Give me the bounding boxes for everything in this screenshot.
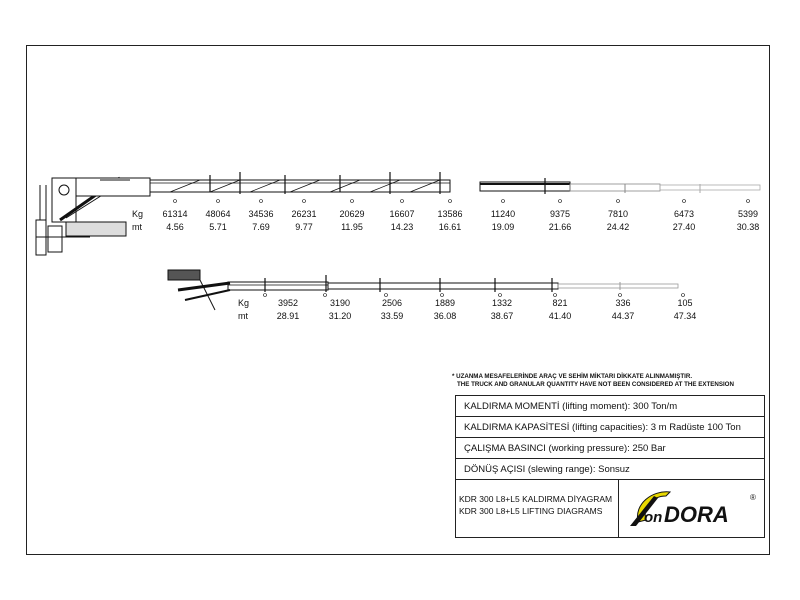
- logo-text-on: on: [644, 509, 662, 526]
- lower-mt-value: 28.91: [276, 311, 300, 321]
- upper-kg-value: 9375: [549, 209, 571, 219]
- lower-mt-value: 38.67: [490, 311, 514, 321]
- spec-moment-text: (lifting moment): 300 Ton/m: [559, 401, 678, 412]
- upper-kg-label: Kg: [132, 209, 144, 219]
- spec-capacity-title: KALDIRMA KAPASİTESİ: [464, 422, 570, 433]
- lower-mt-label: mt: [238, 311, 248, 321]
- note-english: THE TRUCK AND GRANULAR QUANTITY HAVE NOT…: [457, 381, 734, 388]
- upper-mt-value: 9.77: [295, 222, 313, 232]
- upper-mt-value: 30.38: [736, 222, 760, 232]
- lower-mt-value: 33.59: [380, 311, 404, 321]
- upper-boom: [149, 172, 761, 194]
- spec-pressure-text: (working pressure): 250 Bar: [545, 443, 666, 454]
- spec-slewing-text: (slewing range): Sonsuz: [525, 464, 630, 475]
- logo-text-dora: DORA: [664, 502, 729, 527]
- spec-row-capacity: KALDIRMA KAPASİTESİ (lifting capacities)…: [456, 417, 764, 438]
- upper-kg-value: 61314: [162, 209, 188, 219]
- lower-mt-value: 44.37: [611, 311, 635, 321]
- upper-kg-value: 7810: [607, 209, 629, 219]
- upper-mt-value: 21.66: [548, 222, 572, 232]
- lower-mt-value: 31.20: [328, 311, 352, 321]
- spec-pressure-title: ÇALIŞMA BASINCI: [464, 443, 546, 454]
- upper-kg-value: 5399: [737, 209, 759, 219]
- upper-mt-value: 16.61: [438, 222, 462, 232]
- upper-mt-label: mt: [132, 222, 142, 232]
- spec-capacity-text: (lifting capacities): 3 m Radüste 100 To…: [569, 422, 741, 433]
- lower-kg-value: 1332: [491, 298, 513, 308]
- lower-crane: [167, 269, 679, 311]
- lower-kg-value: 3952: [277, 298, 299, 308]
- upper-kg-value: 16607: [389, 209, 415, 219]
- upper-mt-value: 7.69: [252, 222, 270, 232]
- upper-kg-value: 26231: [291, 209, 317, 219]
- upper-mt-value: 27.40: [672, 222, 696, 232]
- diagram-title-block: KDR 300 L8+L5 KALDIRMA DİYAGRAM KDR 300 …: [456, 480, 619, 538]
- upper-mt-value: 5.71: [209, 222, 227, 232]
- note-turkish: * UZANMA MESAFELERİNDE ARAÇ VE SEHİM MİK…: [452, 373, 693, 380]
- upper-kg-value: 20629: [339, 209, 365, 219]
- upper-kg-value: 48064: [205, 209, 231, 219]
- upper-crane-base: [35, 176, 151, 256]
- lower-kg-value: 821: [552, 298, 568, 308]
- lower-kg-value: 3190: [329, 298, 351, 308]
- lower-kg-value: 2506: [381, 298, 403, 308]
- diagram-title-tr: KDR 300 L8+L5 KALDIRMA DİYAGRAM: [459, 494, 613, 504]
- lower-kg-value: 105: [677, 298, 693, 308]
- kondora-logo: on DORA ®: [624, 484, 762, 536]
- spec-row-pressure: ÇALIŞMA BASINCI (working pressure): 250 …: [456, 438, 764, 459]
- upper-mt-value: 4.56: [166, 222, 184, 232]
- lower-kg-label: Kg: [238, 298, 250, 308]
- upper-mt-value: 24.42: [606, 222, 630, 232]
- lower-mt-value: 41.40: [548, 311, 572, 321]
- drawing-frame: [26, 45, 770, 555]
- spec-table: KALDIRMA MOMENTİ (lifting moment): 300 T…: [455, 395, 765, 538]
- diagram-title-en: KDR 300 L8+L5 LIFTING DIAGRAMS: [459, 506, 603, 516]
- logo-registered: ®: [750, 493, 756, 502]
- lower-kg-value: 1889: [434, 298, 456, 308]
- spec-row-slewing: DÖNÜŞ AÇISI (slewing range): Sonsuz: [456, 459, 764, 480]
- upper-kg-value: 6473: [673, 209, 695, 219]
- upper-mt-value: 11.95: [341, 222, 363, 232]
- upper-mt-value: 19.09: [491, 222, 515, 232]
- lower-kg-value: 336: [615, 298, 631, 308]
- spec-row-moment: KALDIRMA MOMENTİ (lifting moment): 300 T…: [456, 396, 764, 417]
- spec-moment-title: KALDIRMA MOMENTİ: [464, 401, 560, 412]
- lower-mt-value: 36.08: [433, 311, 457, 321]
- upper-markers: [173, 199, 750, 203]
- upper-kg-value: 13586: [437, 209, 463, 219]
- kondora-logo-mark: on DORA ®: [630, 491, 756, 527]
- spec-slewing-title: DÖNÜŞ AÇISI: [464, 464, 526, 475]
- upper-mt-value: 14.23: [390, 222, 414, 232]
- upper-kg-value: 34536: [248, 209, 274, 219]
- upper-kg-value: 11240: [490, 209, 516, 219]
- lower-mt-value: 47.34: [673, 311, 697, 321]
- lower-markers: [263, 293, 685, 297]
